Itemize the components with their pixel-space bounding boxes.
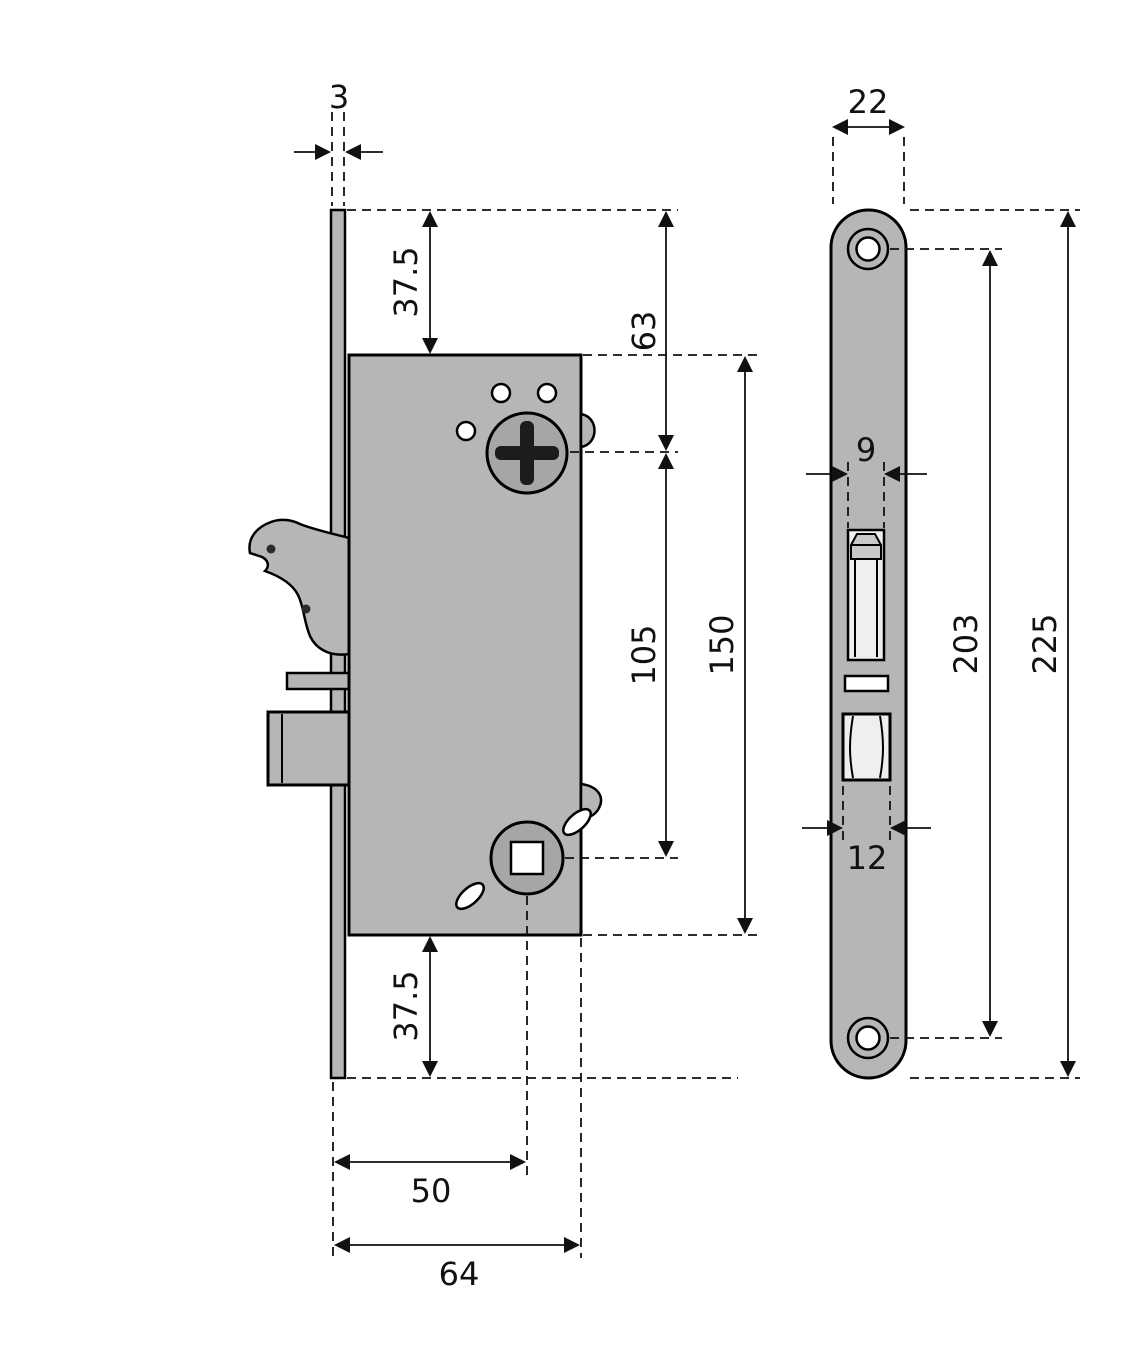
case-hole-3 xyxy=(455,420,477,442)
case-tab-upper xyxy=(579,412,596,449)
hook-rivet-lower xyxy=(301,604,311,614)
dim-label-bottom-offset: 37.5 xyxy=(387,970,425,1041)
screw-hole-bottom xyxy=(855,1025,881,1051)
side-view-dimensions: 3 37.5 63 105 150 37.5 50 64 xyxy=(294,78,757,1293)
latch-tip-detail xyxy=(850,533,882,560)
dim-label-screw-hole-spacing: 203 xyxy=(947,613,985,674)
spindle-square-hole xyxy=(509,840,545,876)
auxiliary-slot xyxy=(843,674,890,693)
dim-label-latch-slot-width: 9 xyxy=(856,431,876,469)
slot-upper-right xyxy=(562,807,592,837)
deadbolt xyxy=(266,710,351,787)
cross-slot-vertical xyxy=(520,421,534,485)
dim-label-plate-height: 225 xyxy=(1026,613,1064,674)
bolt-face-curve-left xyxy=(849,715,854,779)
hook-rivet-upper xyxy=(266,544,276,554)
screw-hole-top xyxy=(855,236,881,262)
dim-label-63: 63 xyxy=(625,311,663,352)
slot-lower-left xyxy=(455,881,485,911)
case-hole-2 xyxy=(536,382,558,404)
dim-label-bolt-slot-width: 12 xyxy=(847,839,888,877)
dim-label-body-depth: 64 xyxy=(439,1255,480,1293)
screw-hole-bottom-countersink xyxy=(846,1016,890,1060)
auxiliary-latch xyxy=(285,671,351,691)
dim-label-faceplate-thickness: 3 xyxy=(329,78,349,116)
screw-hole-top-countersink xyxy=(846,227,890,271)
dim-label-105: 105 xyxy=(625,624,663,685)
hook-bolt xyxy=(248,518,351,656)
dim-label-top-offset: 37.5 xyxy=(387,246,425,317)
front-view-dimensions: 22 9 12 203 225 xyxy=(802,83,1080,1079)
side-view xyxy=(248,208,603,1080)
dim-label-plate-width: 22 xyxy=(848,83,889,121)
case-hole-1 xyxy=(490,382,512,404)
bolt-face-curve-right xyxy=(879,715,884,779)
dim-label-150: 150 xyxy=(703,614,741,675)
dim-label-backset: 50 xyxy=(411,1172,452,1210)
front-view xyxy=(829,208,908,1080)
